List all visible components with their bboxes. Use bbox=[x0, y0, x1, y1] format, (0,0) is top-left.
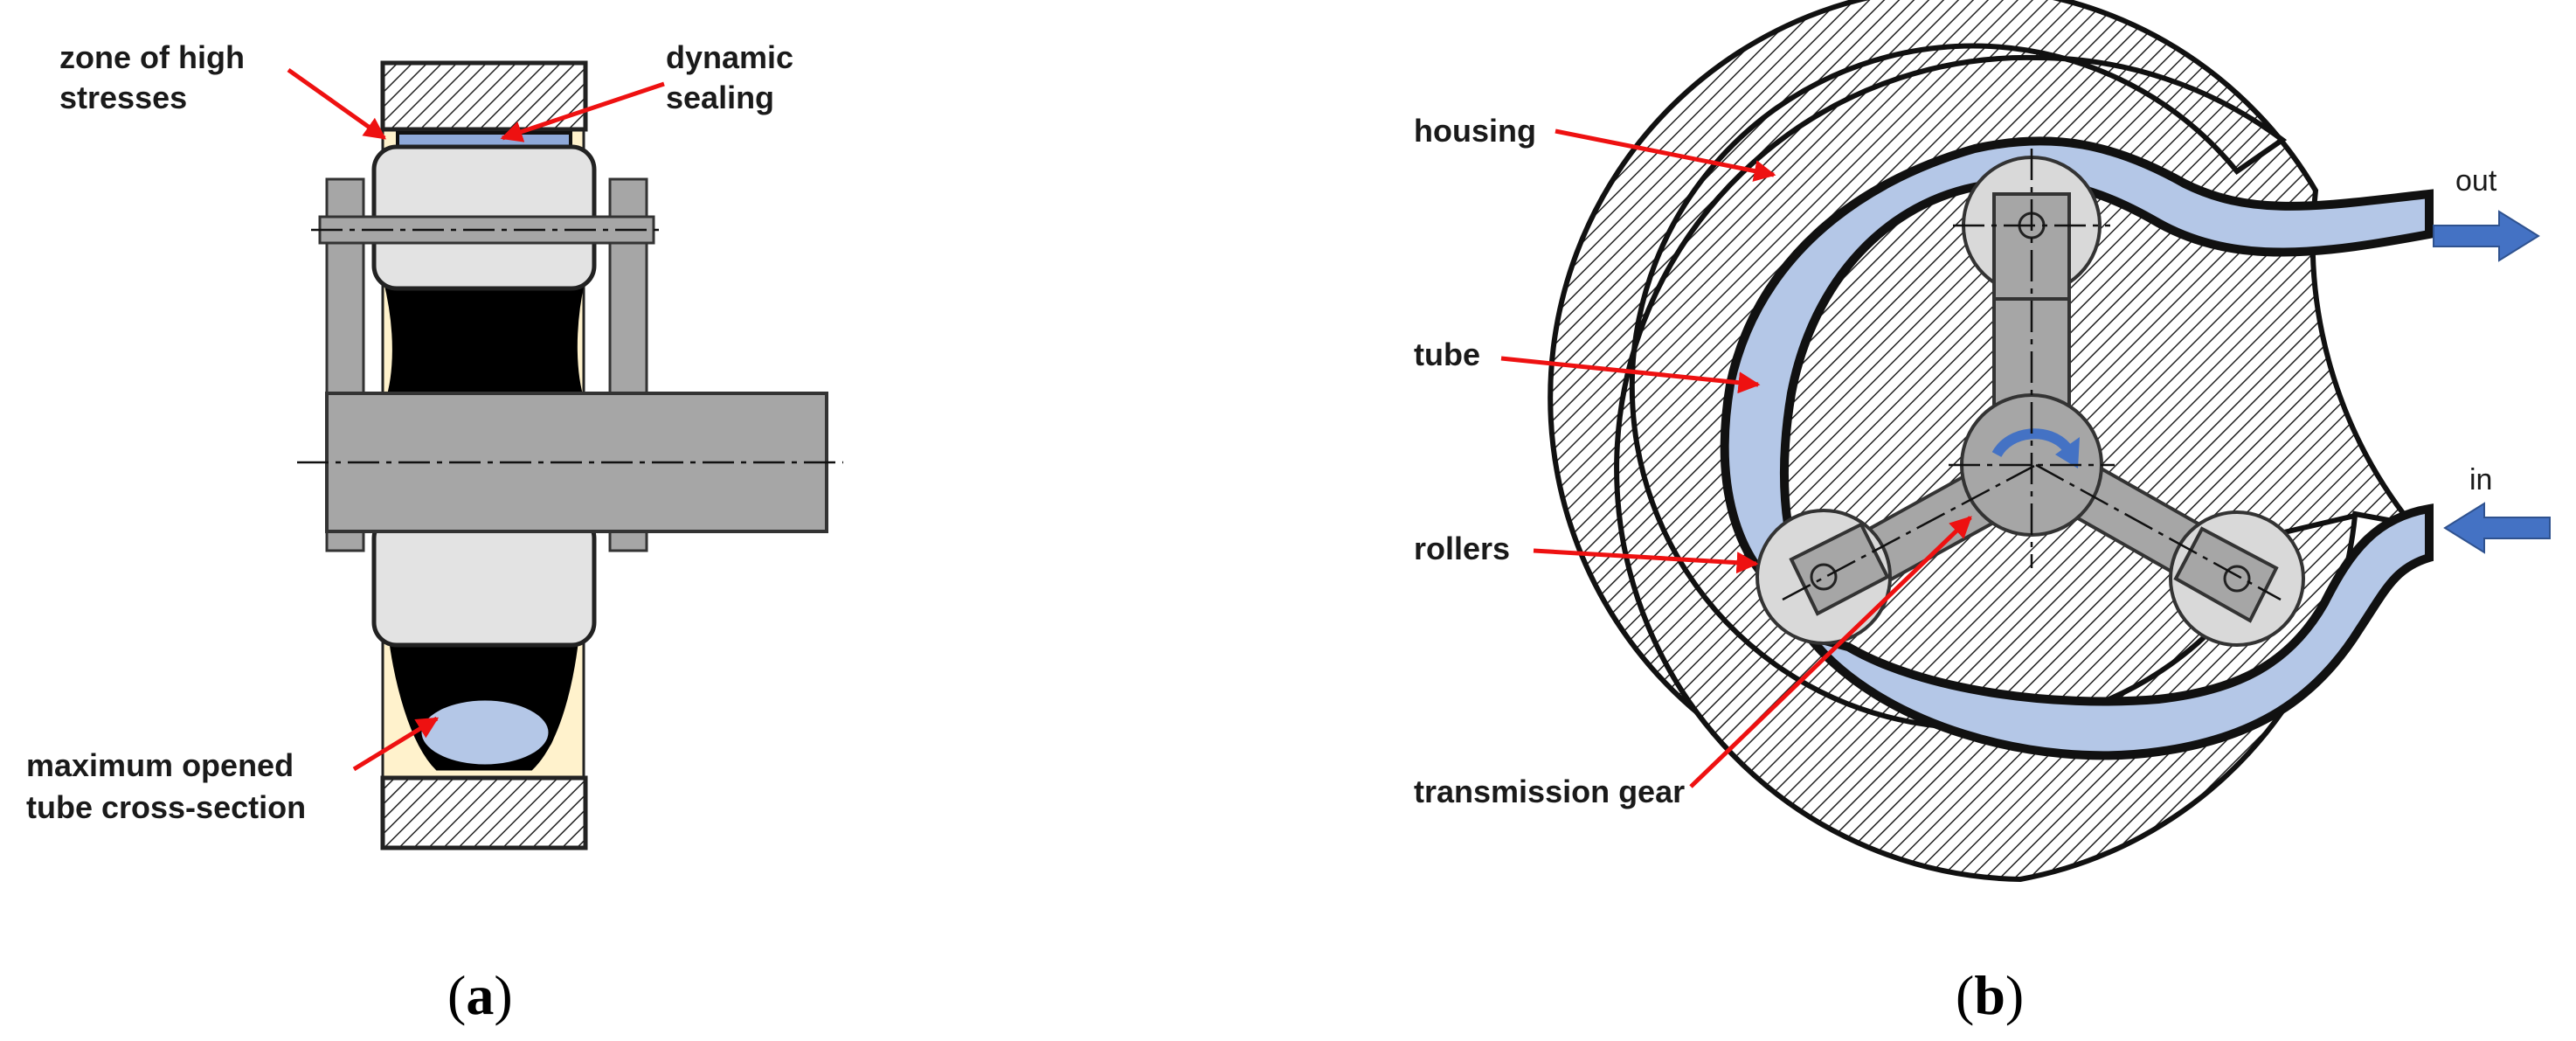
label-rollers: rollers bbox=[1414, 531, 1510, 566]
label-housing: housing bbox=[1414, 113, 1536, 149]
label-zone-of-high: zone of high bbox=[59, 39, 245, 75]
arrow-rollers bbox=[1533, 548, 1759, 574]
out-arrow-icon bbox=[2433, 210, 2540, 262]
housing-bottom-block bbox=[380, 775, 588, 850]
label-stresses: stresses bbox=[59, 80, 187, 115]
label-maximum-opened: maximum opened bbox=[26, 747, 294, 783]
label-transmission-gear: transmission gear bbox=[1414, 774, 1685, 809]
label-dynamic: dynamic bbox=[666, 39, 793, 75]
label-tube: tube bbox=[1414, 337, 1480, 372]
caption-a: (a) bbox=[447, 964, 513, 1026]
housing-top-block bbox=[380, 60, 588, 132]
pin-left bbox=[1810, 563, 1838, 591]
opened-tube-section bbox=[415, 694, 555, 771]
caption-b: (b) bbox=[1956, 964, 2024, 1026]
label-in: in bbox=[2469, 463, 2492, 496]
pin-right bbox=[2223, 565, 2251, 593]
arrow-transmission-gear bbox=[1689, 516, 1972, 788]
arrow-tube bbox=[1500, 356, 1761, 394]
label-out: out bbox=[2455, 164, 2497, 198]
rotation-arrow-icon bbox=[1991, 428, 2071, 458]
arrow-zone-high-stresses bbox=[287, 67, 387, 141]
centerline-left-arm bbox=[1782, 463, 2037, 601]
arrow-opened-section bbox=[352, 716, 440, 772]
in-arrow-icon bbox=[2443, 502, 2551, 554]
arrow-housing bbox=[1555, 128, 1776, 182]
tube-lower-fill bbox=[1797, 503, 2434, 760]
panel-a: zone of high stresses dynamic sealing ma… bbox=[26, 39, 843, 1026]
arrow-dynamic-sealing bbox=[500, 81, 665, 142]
label-sealing: sealing bbox=[666, 80, 774, 115]
roller-lower bbox=[371, 513, 597, 648]
centerline-right-arm bbox=[2035, 463, 2282, 601]
housing-ring-main bbox=[1614, 43, 2358, 883]
label-tube-cross-section: tube cross-section bbox=[26, 789, 306, 825]
panel-b: out in housing tube rollers transmission… bbox=[1414, 0, 2551, 1026]
rotation-arrowhead-icon bbox=[2055, 437, 2080, 468]
tube-body-upper bbox=[383, 278, 586, 404]
